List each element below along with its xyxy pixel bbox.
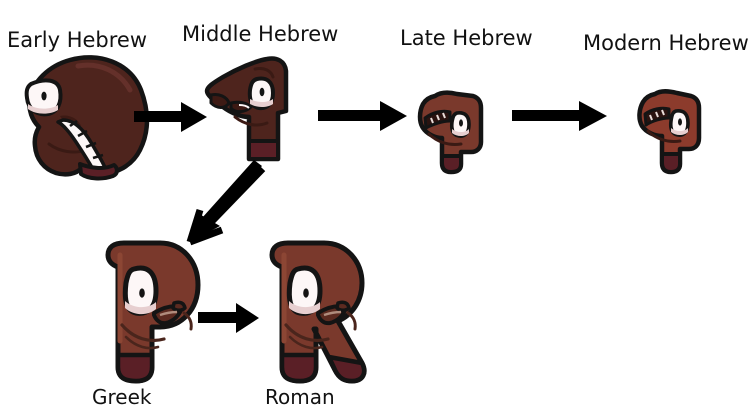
- roman-mouth: [316, 300, 351, 326]
- label-modern-hebrew: Modern Hebrew: [583, 31, 749, 55]
- greek-eye: [122, 265, 159, 316]
- roman-foot-left: [279, 352, 319, 384]
- figure-roman: [250, 237, 372, 385]
- label-greek: Greek: [92, 385, 152, 409]
- label-early-hebrew: Early Hebrew: [7, 28, 148, 52]
- figure-late-hebrew: [417, 88, 485, 175]
- middle-hebrew-foot: [247, 139, 280, 161]
- middle-hebrew-eye: [247, 76, 275, 111]
- late-hebrew-foot: [440, 154, 463, 174]
- middle-hebrew-nose: [209, 93, 231, 109]
- greek-chin-crease: [120, 323, 166, 343]
- roman-eye: [286, 265, 323, 316]
- middle-hebrew-brow: [253, 67, 275, 79]
- middle-hebrew-chin-crease: [233, 115, 269, 127]
- figure-middle-hebrew: [204, 55, 301, 173]
- late-hebrew-chin-crease: [427, 132, 463, 146]
- label-middle-hebrew: Middle Hebrew: [182, 22, 339, 46]
- modern-hebrew-eye: [668, 109, 690, 137]
- greek-foot: [115, 352, 155, 384]
- roman-chin-crease: [284, 323, 330, 343]
- figure-modern-hebrew: [637, 88, 703, 175]
- early-hebrew-eye: [24, 78, 63, 117]
- early-hebrew-highlight: [75, 62, 133, 93]
- arrow-middle-to-greek: [186, 160, 266, 248]
- roman-cheek-line: [346, 311, 357, 331]
- arrow-greek-to-roman: [198, 302, 260, 334]
- figure-greek: [86, 237, 202, 385]
- arrow-right-icon: [512, 101, 607, 131]
- late-hebrew-mouth: [423, 109, 452, 130]
- greek-mouth: [152, 300, 187, 326]
- arrow-right-icon: [318, 101, 407, 131]
- arrow-right-icon: [134, 102, 207, 132]
- modern-hebrew-chin-crease: [646, 129, 682, 143]
- late-hebrew-eye: [449, 111, 471, 138]
- early-hebrew-foot: [78, 162, 119, 181]
- middle-hebrew-mouth: [229, 100, 253, 114]
- arrow-late-to-modern: [512, 99, 608, 133]
- modern-hebrew-foot: [660, 152, 682, 174]
- label-roman: Roman: [265, 385, 335, 409]
- arrow-middle-to-late: [318, 99, 408, 133]
- arrow-early-to-middle: [134, 100, 208, 134]
- figure-early-hebrew: [8, 52, 158, 181]
- roman-foot-right: [326, 354, 367, 384]
- roman-chin-crease-2: [288, 335, 324, 350]
- greek-chin-crease-2: [124, 335, 160, 350]
- arrow-right-icon: [198, 303, 259, 333]
- greek-cheek-line: [182, 311, 193, 331]
- label-late-hebrew: Late Hebrew: [400, 26, 533, 50]
- modern-hebrew-mouth: [643, 106, 671, 127]
